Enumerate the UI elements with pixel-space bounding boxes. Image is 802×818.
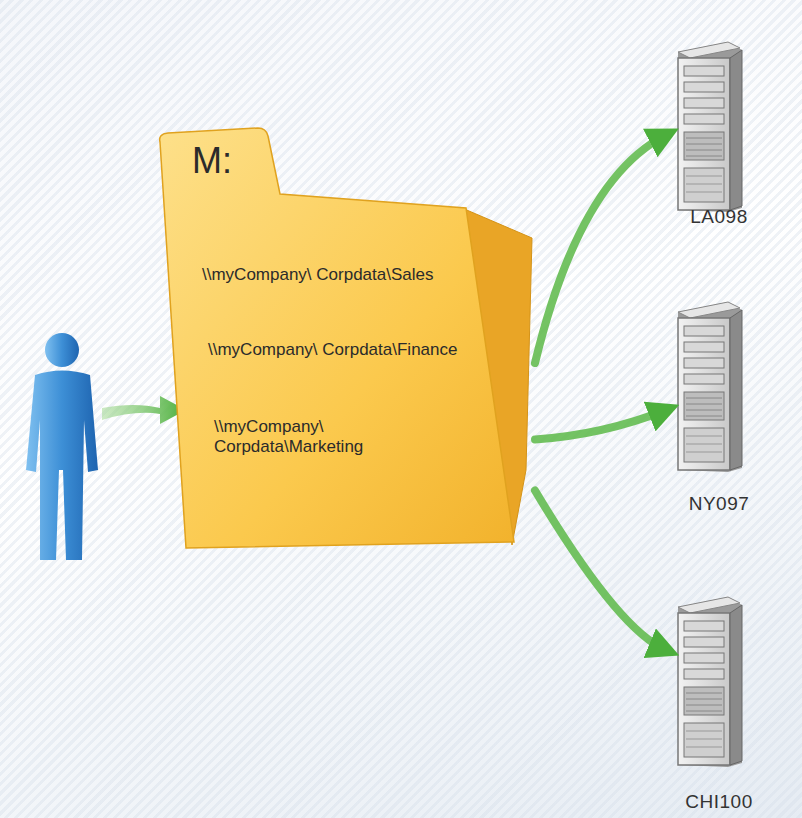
folder-icon bbox=[160, 128, 532, 548]
server-node: NY097 bbox=[660, 300, 778, 515]
replication-arrow bbox=[535, 491, 666, 651]
access-arrow bbox=[102, 396, 186, 424]
server-name: NY097 bbox=[660, 493, 778, 515]
replication-arrow bbox=[535, 135, 666, 363]
server-name: CHI100 bbox=[660, 791, 778, 813]
replication-arrow bbox=[535, 410, 666, 440]
share-path: \\myCompany\ Corpdata\Finance bbox=[208, 340, 458, 360]
server-node: LA098 bbox=[660, 40, 778, 228]
share-path: \\myCompany\ Corpdata\Marketing bbox=[214, 417, 474, 458]
user-figure bbox=[26, 333, 98, 560]
folder-node: M: \\myCompany\ Corpdata\Sales \\myCompany… bbox=[150, 125, 535, 550]
server-icon bbox=[678, 597, 742, 767]
share-path: \\myCompany\ Corpdata\Sales bbox=[202, 265, 452, 285]
server-name: LA098 bbox=[660, 206, 778, 228]
server-icon bbox=[678, 302, 742, 472]
server-node: CHI100 bbox=[660, 595, 778, 813]
drive-letter: M: bbox=[192, 139, 312, 182]
server-icon bbox=[678, 42, 742, 212]
